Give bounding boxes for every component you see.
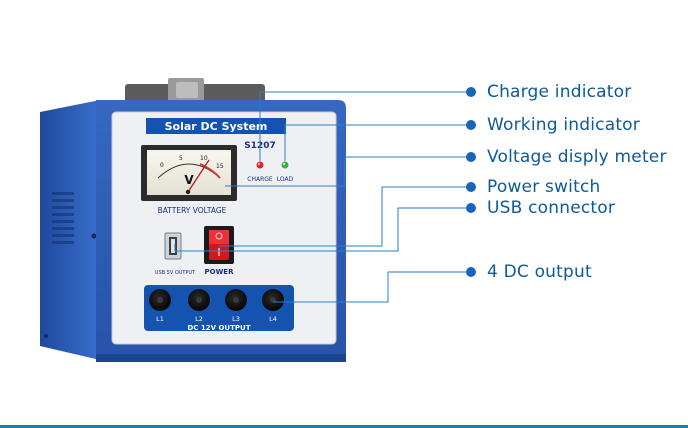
bottom-accent-strip [0, 425, 688, 428]
leader-voltage-meter [225, 156, 470, 187]
dot-dc-output [466, 267, 476, 277]
leader-working-indicator [284, 124, 470, 161]
callout-power-switch: Power switch [487, 177, 601, 197]
side-vent [52, 192, 74, 244]
dot-usb-connector [466, 203, 476, 213]
meter-caption: BATTERY VOLTAGE [158, 206, 227, 215]
dc-jack-l1-label: L1 [156, 315, 164, 323]
dc-jack-l3 [225, 289, 247, 311]
power-switch [204, 226, 234, 264]
callout-working-indicator: Working indicator [487, 115, 640, 135]
brand-banner [146, 118, 286, 134]
carry-handle [125, 78, 265, 102]
voltage-meter [141, 145, 237, 201]
brand-title: Solar DC System [165, 120, 268, 133]
dot-working-indicator [466, 120, 476, 130]
dot-charge-indicator [466, 87, 476, 97]
dc-jack-l1 [149, 289, 171, 311]
callout-charge-indicator: Charge indicator [487, 82, 632, 102]
meter-needle [187, 159, 210, 193]
meter-scale-15: 15 [216, 163, 224, 170]
meter-scale-10: 10 [200, 155, 208, 162]
callout-voltage-meter: Voltage disply meter [487, 147, 667, 167]
power-switch-label: POWER [205, 268, 235, 276]
charge-led [256, 161, 264, 169]
dc-jack-l3-label: L3 [232, 315, 240, 323]
charge-led-label: CHARGE [247, 176, 273, 183]
leader-power-switch [219, 186, 470, 247]
leader-charge-indicator [259, 91, 470, 161]
callout-dc-output: 4 DC output [487, 262, 592, 282]
meter-scale-5: 5 [179, 155, 183, 162]
dc-jack-l2-label: L2 [195, 315, 203, 323]
callout-dots [466, 87, 476, 277]
leader-usb-connector [174, 207, 470, 252]
load-led [281, 161, 289, 169]
leader-dc-output [273, 271, 470, 303]
meter-unit: V [184, 173, 194, 187]
dc-output-caption: DC 12V OUTPUT [188, 324, 251, 332]
load-led-label: LOAD [277, 176, 294, 183]
dc-jack-l4-label: L4 [269, 315, 277, 323]
dc-jack-l4 [262, 289, 284, 311]
usb-port-label: USB 5V OUTPUT [155, 270, 196, 276]
dot-power-switch [466, 182, 476, 192]
usb-port [164, 232, 182, 260]
callout-usb-connector: USB connector [487, 198, 616, 218]
callout-leaders [174, 91, 470, 303]
dc-jack-l2 [188, 289, 210, 311]
dot-voltage-meter [466, 152, 476, 162]
meter-scale-0: 0 [160, 162, 164, 169]
dc-output-panel [144, 285, 294, 331]
